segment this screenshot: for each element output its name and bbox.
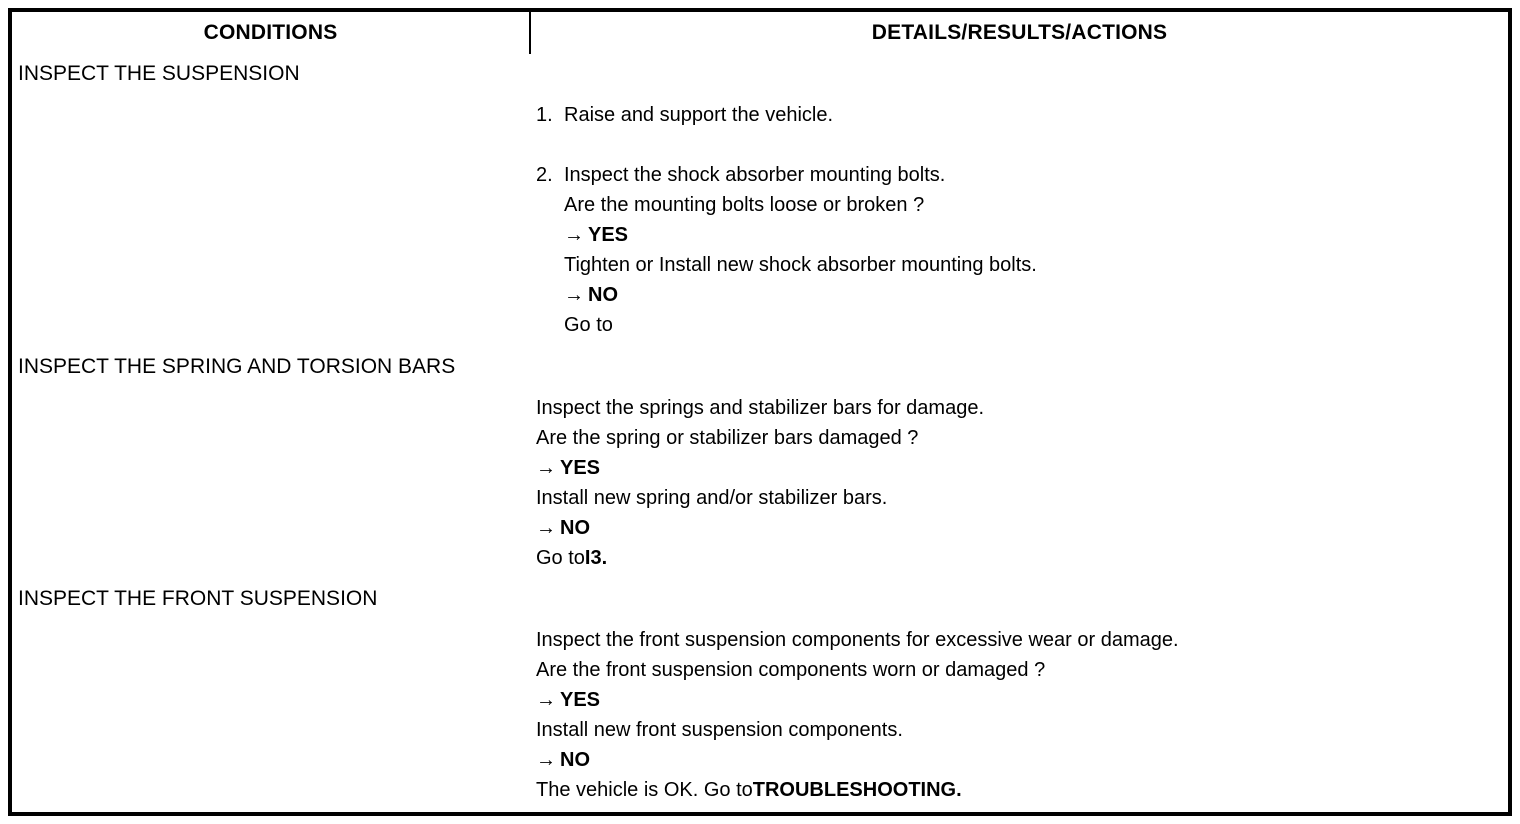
column-header-conditions: CONDITIONS	[12, 12, 531, 54]
detail-line: Are the spring or stabilizer bars damage…	[536, 426, 919, 449]
detail-line: 1. Raise and support the vehicle.	[536, 100, 1502, 130]
step-text: Raise and support the vehicle.	[564, 104, 834, 126]
detail-line: Tighten or Install new shock absorber mo…	[564, 254, 1037, 276]
troubleshooting-table: CONDITIONS DETAILS/RESULTS/ACTIONS INSPE…	[12, 12, 1508, 812]
step-number: 2.	[536, 164, 553, 186]
detail-line: Are the front suspension components worn…	[536, 659, 1046, 682]
column-header-details: DETAILS/RESULTS/ACTIONS	[871, 21, 1168, 44]
goto-text: The vehicle is OK. Go to	[536, 779, 753, 802]
section-heading-row-3: INSPECT THE FRONT SUSPENSION	[12, 579, 1508, 619]
detail-line-goto: Go toI3.	[536, 543, 1502, 573]
detail-line: Inspect the springs and stabilizer bars …	[536, 396, 985, 419]
step-number: 1.	[536, 104, 553, 126]
goto-target: TROUBLESHOOTING.	[752, 779, 962, 802]
answer-label-yes: YES	[588, 224, 629, 246]
troubleshooting-table-sheet: CONDITIONS DETAILS/RESULTS/ACTIONS INSPE…	[8, 8, 1512, 816]
table-header-row: CONDITIONS DETAILS/RESULTS/ACTIONS	[12, 12, 1508, 54]
detail-line-goto: Go to	[564, 314, 613, 336]
detail-line: Are the mounting bolts loose or broken ?	[564, 194, 925, 216]
answer-label-no: NO	[560, 749, 590, 772]
section-heading-row-2: INSPECT THE SPRING AND TORSION BARS	[12, 347, 1508, 387]
section-body-row-1: 1. Raise and support the vehicle. 2. Inspe…	[12, 94, 1508, 347]
step-text: Inspect the shock absorber mounting bolt…	[564, 164, 946, 186]
section-heading-3: INSPECT THE FRONT SUSPENSION	[18, 587, 378, 611]
conditions-cell-1	[12, 94, 530, 347]
answer-label-yes: YES	[560, 689, 601, 712]
answer-label-no: NO	[560, 516, 590, 539]
conditions-cell-2	[12, 387, 530, 580]
arrow-icon: →	[536, 689, 556, 712]
goto-text: Go to	[536, 546, 585, 569]
answer-label-yes: YES	[560, 456, 601, 479]
table-body: CONDITIONS DETAILS/RESULTS/ACTIONS INSPE…	[12, 12, 1508, 812]
arrow-icon: →	[536, 456, 556, 479]
conditions-cell-3	[12, 619, 530, 812]
detail-line: 2. Inspect the shock absorber mounting bo…	[536, 160, 1502, 190]
details-cell-1: 1. Raise and support the vehicle. 2. Inspe…	[530, 94, 1508, 347]
detail-line: Inspect the front suspension components …	[536, 629, 1179, 652]
goto-target: I3.	[584, 546, 608, 569]
detail-line-answer-no: →NO	[536, 280, 1502, 310]
answer-label-no: NO	[588, 284, 618, 306]
arrow-icon: →	[536, 516, 556, 539]
detail-spacer	[536, 130, 1502, 160]
section-heading-row-1: INSPECT THE SUSPENSION	[12, 54, 1508, 94]
arrow-icon: →	[564, 224, 584, 246]
detail-line-answer-no: →NO	[536, 513, 1502, 543]
section-heading-2: INSPECT THE SPRING AND TORSION BARS	[18, 354, 456, 378]
detail-line: Install new spring and/or stabilizer bar…	[536, 486, 888, 509]
detail-line-answer-yes: →YES	[536, 685, 1502, 715]
detail-line-goto: The vehicle is OK. Go toTROUBLESHOOTING.	[536, 775, 1502, 805]
details-cell-2: Inspect the springs and stabilizer bars …	[530, 387, 1508, 580]
arrow-icon: →	[536, 749, 556, 772]
detail-line-answer-no: →NO	[536, 745, 1502, 775]
detail-line-answer-yes: →YES	[536, 220, 1502, 250]
detail-line-answer-yes: →YES	[536, 453, 1502, 483]
section-body-row-3: Inspect the front suspension components …	[12, 619, 1508, 812]
detail-line: Install new front suspension components.	[536, 719, 903, 742]
details-cell-3: Inspect the front suspension components …	[530, 619, 1508, 812]
arrow-icon: →	[564, 284, 584, 306]
section-body-row-2: Inspect the springs and stabilizer bars …	[12, 387, 1508, 580]
section-heading-1: INSPECT THE SUSPENSION	[18, 62, 300, 85]
